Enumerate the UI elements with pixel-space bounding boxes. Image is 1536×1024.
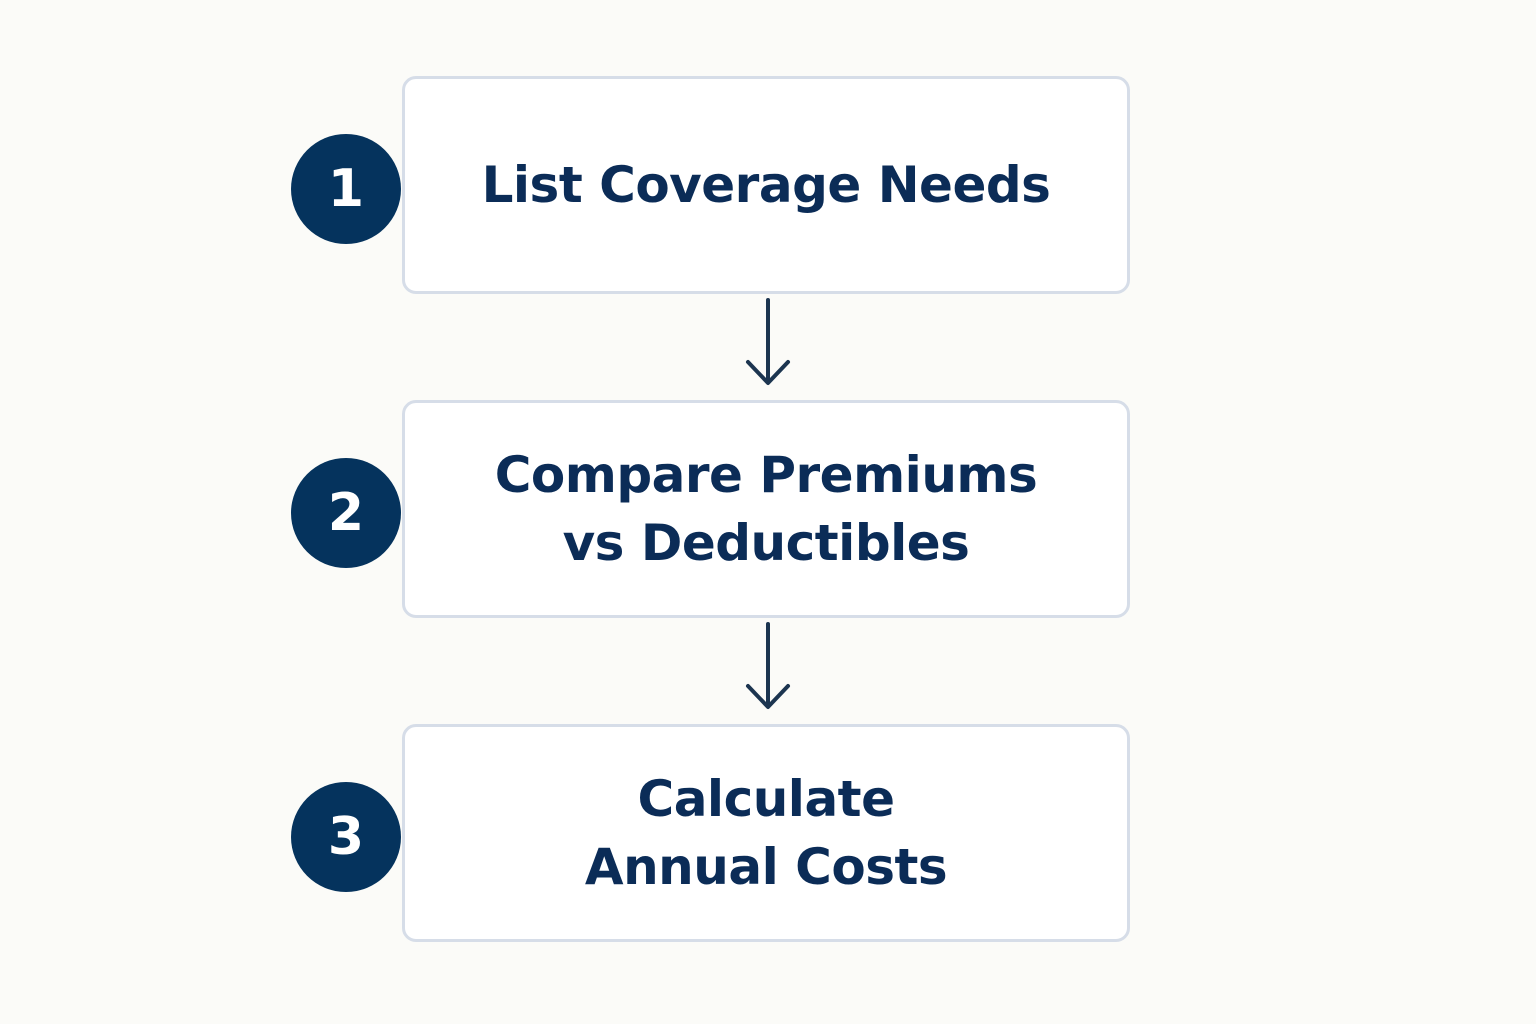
step-2-label-line-2: vs Deductibles bbox=[562, 514, 970, 572]
arrow-down-icon bbox=[746, 298, 790, 385]
step-3-label-line-2: Annual Costs bbox=[584, 838, 948, 896]
step-3-label: Calculate Annual Costs bbox=[584, 765, 948, 901]
arrow-down-icon bbox=[746, 622, 790, 709]
step-3-label-line-1: Calculate bbox=[637, 770, 896, 828]
step-1-number-badge: 1 bbox=[291, 134, 401, 244]
step-1-box: List Coverage Needs bbox=[402, 76, 1130, 294]
step-2-number-badge: 2 bbox=[291, 458, 401, 568]
step-2-box: Compare Premiums vs Deductibles bbox=[402, 400, 1130, 618]
step-1-label-line-1: List Coverage Needs bbox=[481, 156, 1051, 214]
step-3-number-badge: 3 bbox=[291, 782, 401, 892]
step-1-label: List Coverage Needs bbox=[482, 151, 1051, 219]
step-3-box: Calculate Annual Costs bbox=[402, 724, 1130, 942]
step-2-label: Compare Premiums vs Deductibles bbox=[495, 441, 1038, 577]
step-2-label-line-1: Compare Premiums bbox=[494, 446, 1038, 504]
